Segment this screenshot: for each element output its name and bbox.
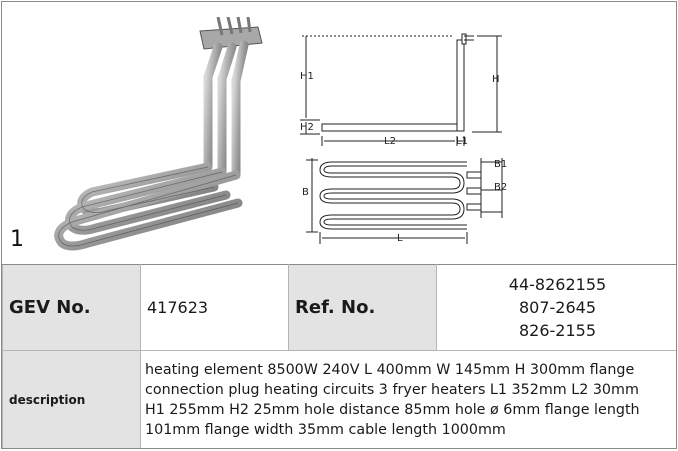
description-line-4: 101mm flange width 35mm cable length 100… <box>145 421 506 438</box>
gev-number-value: 417623 <box>140 264 289 351</box>
description-text: heating element 8500W 240V L 400mm W 145… <box>140 350 676 448</box>
description-row: description heating element 8500W 240V L… <box>2 350 676 448</box>
dim-label-l2: L2 <box>384 136 396 147</box>
dim-label-l1: L1 <box>456 136 468 147</box>
dim-label-b2: B2 <box>494 182 507 193</box>
gev-row: GEV No. 417623 Ref. No. 44-8262155 807-2… <box>2 264 676 351</box>
dim-label-h1: H1 <box>300 71 314 82</box>
ref-number-values: 44-8262155 807-2645 826-2155 <box>436 264 676 351</box>
spec-table: GEV No. 417623 Ref. No. 44-8262155 807-2… <box>2 264 676 448</box>
riser-tubes <box>203 40 249 180</box>
heating-element-photo <box>54 17 263 251</box>
description-line-3: H1 255mm H2 25mm hole distance 85mm hole… <box>145 401 640 418</box>
side-view-drawing: H1 H2 H L2 L1 <box>300 33 502 147</box>
description-line-1: heating element 8500W 240V L 400mm W 145… <box>145 361 635 378</box>
dim-label-h2: H2 <box>300 122 314 133</box>
ref-number-3: 826-2155 <box>518 321 597 340</box>
gev-number-label: GEV No. <box>2 264 141 351</box>
dim-label-l: L <box>397 233 403 244</box>
top-view-drawing: B1 B2 B L <box>302 158 507 244</box>
ref-number-label: Ref. No. <box>288 264 437 351</box>
item-number: 1 <box>10 227 24 252</box>
description-label: description <box>2 350 141 448</box>
dim-label-h: H <box>492 74 500 85</box>
product-image-area: H1 H2 H L2 L1 <box>2 2 676 264</box>
description-line-2: connection plug heating circuits 3 fryer… <box>145 381 639 398</box>
ref-number-1: 44-8262155 <box>508 275 607 294</box>
ref-number-2: 807-2645 <box>518 298 597 317</box>
dim-label-b: B <box>302 187 309 198</box>
dim-label-b1: B1 <box>494 159 507 170</box>
